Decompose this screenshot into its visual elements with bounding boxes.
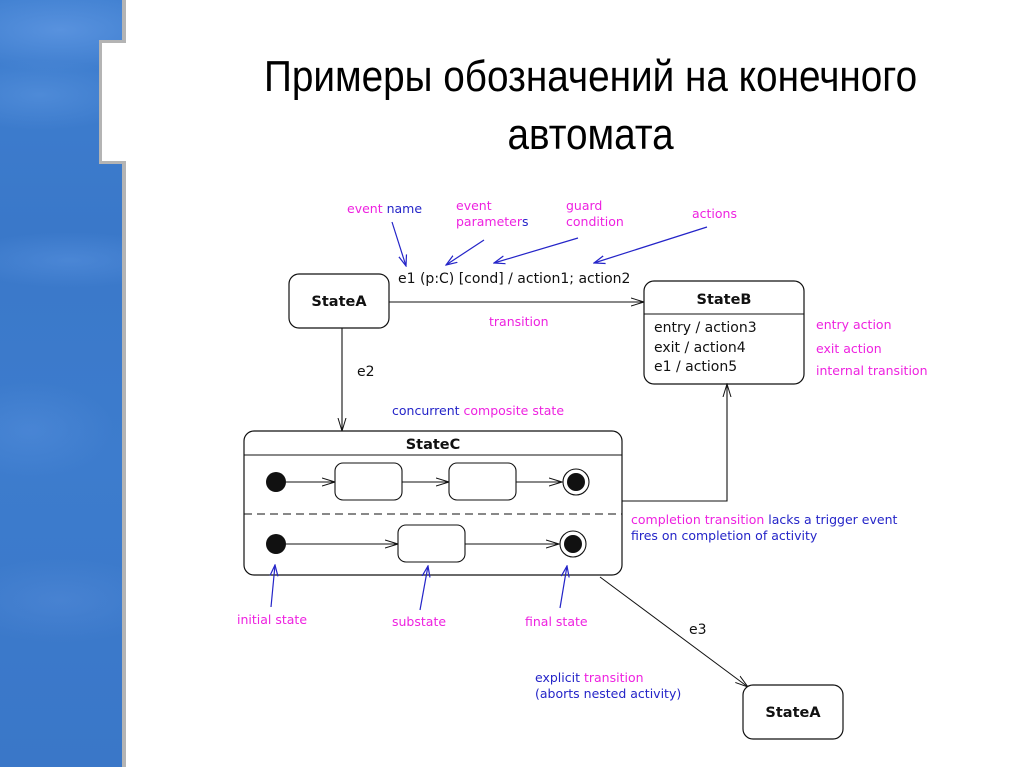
state-b-internal: e1 / action5 [654,359,737,375]
sidebar-edge [122,0,126,767]
substate-3 [397,524,466,563]
state-b-name: StateB [697,292,752,308]
annotation-substate: substate [392,614,446,629]
e2-label: e2 [357,364,375,380]
completion-transition-c-to-b [622,384,727,502]
annotation-guard-line1: guard [566,198,602,213]
annotation-exit-action: exit action [816,341,882,356]
annotation-entry-action: entry action [816,317,892,332]
state-a-bottom-name: StateA [765,705,821,721]
annotation-actions: actions [692,206,737,221]
pointer-arrow-event-parameters [446,239,485,265]
annotation-initial-state: initial state [237,612,307,627]
state-c-name: StateC [406,437,461,453]
substate-2 [448,462,517,501]
pointer-arrow-actions [594,226,708,263]
annotation-explicit-line2: (aborts nested activity) [535,686,681,701]
slide-title-line1: Примеры обозначений на конечного [263,52,918,101]
state-a-top-box [288,273,390,329]
pointer-arrow-substate [419,566,428,611]
transition-c-to-a-explicit [599,576,748,687]
annotation-event-parameters-line2: parameters [456,214,529,229]
substate-1 [334,462,403,501]
pointer-arrow-initial-state [271,565,275,608]
annotation-concurrent-composite: concurrent composite state [392,403,564,418]
annotation-event-name: event name [347,201,422,216]
annotation-guard-line2: condition [566,214,624,229]
title-notch-bracket [99,40,126,164]
pointer-arrow-event-name [391,221,406,266]
annotation-completion-line1: completion transition lacks a trigger ev… [631,512,897,527]
slide-title-line2: автомата [507,110,674,159]
annotation-final-state: final state [525,614,588,629]
annotation-transition: transition [489,314,549,329]
annotation-event-parameters-line1: event [456,198,492,213]
pointer-arrow-final-state [559,566,567,609]
state-a-bottom-box [742,684,844,740]
slide-title: Примеры обозначений на конечного автомат… [197,48,984,164]
annotation-explicit-line1: explicit transition [535,670,644,685]
state-b-exit: exit / action4 [654,340,746,356]
initial-state-2 [266,534,286,554]
e3-label: e3 [689,622,707,638]
initial-state-1 [266,472,286,492]
annotation-completion-line2: fires on completion of activity [631,528,818,543]
annotation-internal-transition: internal transition [816,363,928,378]
pointer-arrow-guard [494,237,579,263]
transition-label: e1 (p:C) [cond] / action1; action2 [398,271,630,287]
state-b-entry: entry / action3 [654,320,757,336]
state-a-top-name: StateA [311,294,367,310]
